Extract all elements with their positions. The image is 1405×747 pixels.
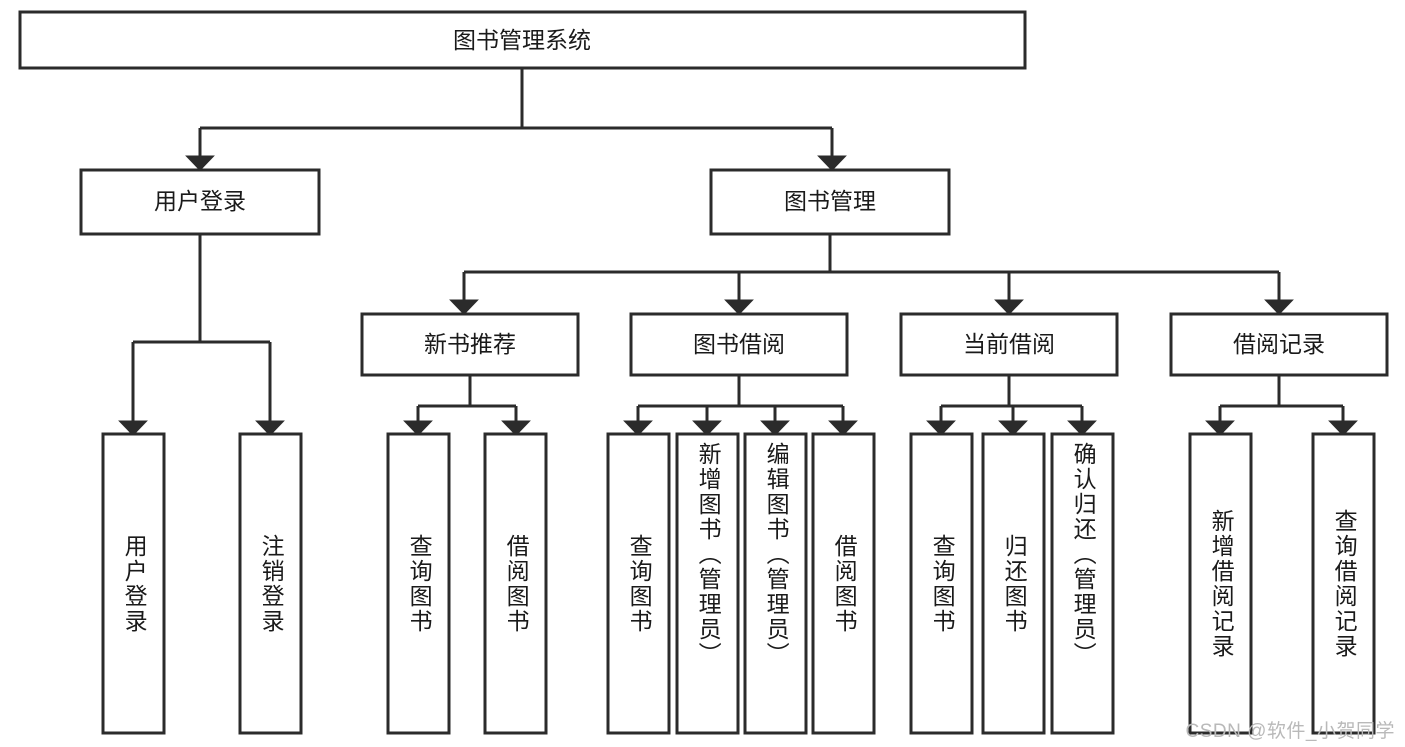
leaf-box-return-book[interactable] [981, 432, 1046, 735]
node-new-book-recommend-label: 新书推荐 [424, 331, 516, 357]
node-root-box [18, 10, 1027, 70]
connector-new-book-recommend-to-leaves [403, 375, 531, 436]
node-book-manage-label: 图书管理 [784, 188, 876, 214]
leaf-box-edit-book[interactable] [743, 432, 808, 735]
node-current-borrow-label: 当前借阅 [963, 331, 1055, 357]
leaf-box-query-book-borrow[interactable] [606, 432, 671, 735]
leaf-box-user-login[interactable] [101, 432, 166, 735]
leaf-box-add-book[interactable] [675, 432, 740, 735]
leaf-box-add-record[interactable] [1188, 432, 1253, 735]
node-book-borrow[interactable]: 图书借阅 [629, 312, 849, 377]
leaf-boxes [101, 432, 1376, 735]
node-user-login-label: 用户登录 [154, 188, 246, 214]
leaf-box-query-book-rec[interactable] [386, 432, 451, 735]
node-borrow-records-label: 借阅记录 [1233, 331, 1325, 357]
node-book-borrow-label: 图书借阅 [693, 331, 785, 357]
node-book-borrow-box [629, 312, 849, 377]
connector-root-to-level2 [185, 68, 847, 171]
leaf-box-logout[interactable] [238, 432, 303, 735]
node-borrow-records[interactable]: 借阅记录 [1169, 312, 1389, 377]
connector-book-manage-to-level3 [449, 234, 1294, 315]
node-current-borrow-box [899, 312, 1119, 377]
leaf-box-query-book-current[interactable] [909, 432, 974, 735]
node-book-manage-box [709, 168, 951, 236]
node-current-borrow[interactable]: 当前借阅 [899, 312, 1119, 377]
node-root[interactable]: 图书管理系统 [18, 10, 1027, 70]
node-root-label: 图书管理系统 [453, 27, 591, 53]
node-book-manage[interactable]: 图书管理 [709, 168, 951, 236]
leaf-box-borrow-book[interactable] [811, 432, 876, 735]
watermark-text: CSDN @软件_小贺同学 [1185, 721, 1395, 742]
connector-user-login-to-leaves [118, 234, 285, 436]
leaf-box-query-record[interactable] [1311, 432, 1376, 735]
node-new-book-recommend[interactable]: 新书推荐 [360, 312, 580, 377]
node-user-login[interactable]: 用户登录 [79, 168, 321, 236]
connector-current-borrow-to-leaves [926, 375, 1097, 436]
node-new-book-recommend-box [360, 312, 580, 377]
connector-borrow-records-to-leaves [1205, 375, 1358, 436]
leaf-box-borrow-book-rec[interactable] [483, 432, 548, 735]
leaf-box-confirm-return[interactable] [1050, 432, 1115, 735]
connector-book-borrow-to-leaves [623, 375, 858, 436]
node-borrow-records-box [1169, 312, 1389, 377]
